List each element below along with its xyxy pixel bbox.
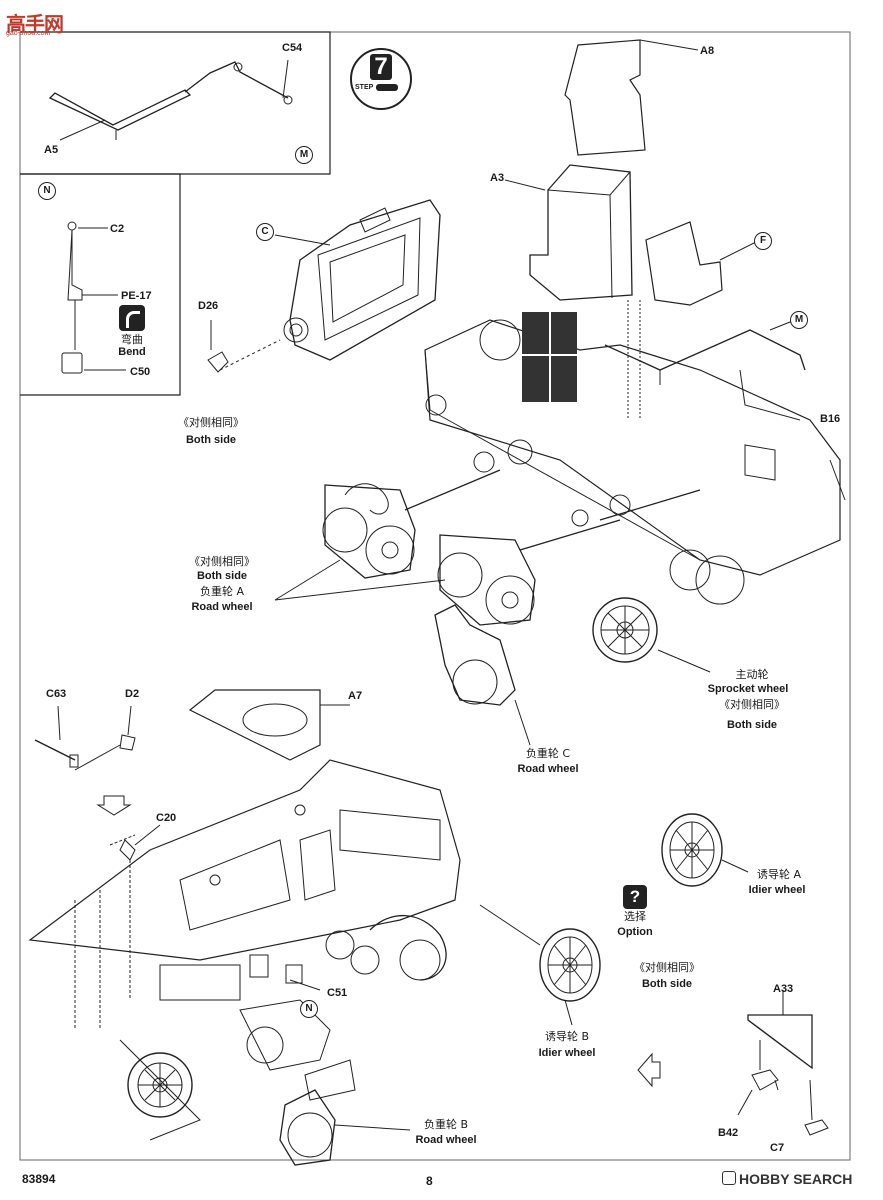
step-badge: 7 STEP — [350, 48, 412, 110]
marker-c: C — [256, 223, 274, 241]
label-b16: B16 — [820, 413, 841, 425]
idler-a-cn: 诱导轮 A — [756, 868, 802, 881]
label-a33: A33 — [773, 983, 794, 995]
option-cn: 选择 — [624, 910, 646, 923]
option-en: Option — [617, 926, 653, 938]
label-b42: B42 — [718, 1127, 739, 1139]
step-word: STEP — [355, 84, 374, 91]
label-c50: C50 — [130, 366, 151, 378]
both-side-mid-en: Both side — [641, 978, 693, 990]
option-icon: ? — [623, 885, 647, 909]
both-side-mid-cn: 《对侧相同》 — [634, 961, 700, 974]
road-wheel-a-en: Road wheel — [191, 601, 253, 613]
label-c20: C20 — [156, 812, 177, 824]
label-c51: C51 — [327, 987, 348, 999]
tank-icon — [376, 84, 398, 91]
watermark-logo-text: 高手网 — [6, 12, 64, 36]
label-pe17: PE-17 — [121, 290, 152, 302]
page-number: 8 — [426, 1174, 433, 1188]
label-c2: C2 — [110, 223, 125, 235]
label-a7: A7 — [348, 690, 363, 702]
sprocket-cn: 主动轮 — [735, 668, 769, 681]
marker-m-top: M — [295, 146, 313, 164]
idler-b-cn: 诱导轮 B — [544, 1030, 590, 1043]
road-wheel-a-both-cn: 《对侧相同》 — [189, 555, 255, 568]
marker-f: F — [754, 232, 772, 250]
bend-en: Bend — [118, 346, 146, 358]
both-side-top-en: Both side — [185, 434, 237, 446]
both-side-top-cn: 《对侧相同》 — [178, 416, 244, 429]
sprocket-both-en: Both side — [726, 719, 778, 731]
bend-cn: 弯曲 — [121, 333, 143, 346]
marker-n-bottom: N — [300, 1000, 318, 1018]
label-c54: C54 — [282, 42, 303, 54]
marker-m-right: M — [790, 311, 808, 329]
kit-code: 83894 — [22, 1172, 56, 1186]
label-a3: A3 — [490, 172, 505, 184]
idler-a-en: Idier wheel — [748, 884, 806, 896]
watermark-logo: 高手网 gao-shou.com — [6, 8, 66, 38]
road-wheel-c-cn: 负重轮 C — [525, 747, 571, 760]
marker-n-box: N — [38, 182, 56, 200]
sprocket-both-cn: 《对侧相同》 — [719, 698, 785, 711]
idler-b-en: Idier wheel — [538, 1047, 596, 1059]
watermark-url: gao-shou.com — [6, 30, 51, 37]
sprocket-en: Sprocket wheel — [707, 683, 789, 695]
road-wheel-c-en: Road wheel — [517, 763, 579, 775]
label-d2: D2 — [125, 688, 140, 700]
label-a8: A8 — [700, 45, 715, 57]
brand-watermark: HOBBY SEARCH — [722, 1171, 852, 1187]
label-c63: C63 — [46, 688, 67, 700]
brand-text: HOBBY SEARCH — [739, 1171, 853, 1187]
road-wheel-a-both-en: Both side — [196, 570, 248, 582]
bend-icon — [119, 305, 145, 331]
road-wheel-a-cn: 负重轮 A — [199, 585, 245, 598]
label-a5: A5 — [44, 144, 59, 156]
label-d26: D26 — [198, 300, 219, 312]
road-wheel-b-cn: 负重轮 B — [423, 1118, 469, 1131]
brand-logo-icon — [722, 1171, 736, 1185]
step-number: 7 — [370, 54, 392, 80]
road-wheel-b-en: Road wheel — [415, 1134, 477, 1146]
label-c7: C7 — [770, 1142, 785, 1154]
